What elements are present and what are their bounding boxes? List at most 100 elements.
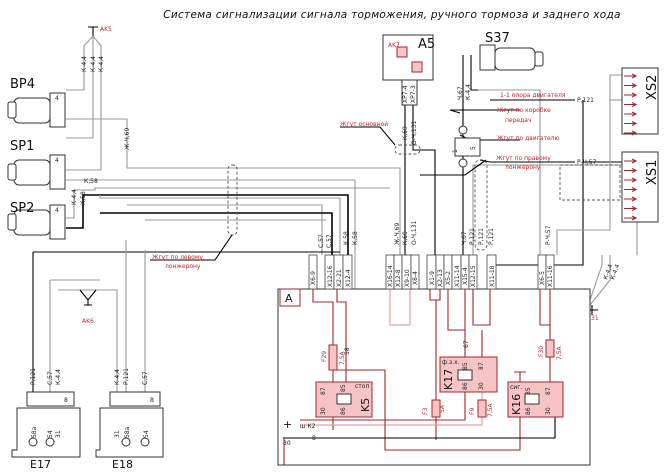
pin: X8-4 bbox=[412, 271, 419, 285]
label-e17: E17 bbox=[30, 458, 51, 471]
terminal-30: 30 bbox=[283, 440, 291, 447]
wire-ch67: Ч,67 bbox=[461, 231, 468, 245]
s37-switch bbox=[479, 44, 496, 71]
pin: X11-14 bbox=[454, 265, 461, 287]
fuse-f9-name: F9 bbox=[469, 408, 476, 415]
connector-pin-arrow bbox=[624, 187, 638, 192]
pin-xp7-4: XP7-4 bbox=[402, 85, 409, 103]
labels: Система сигнализации сигнала торможения,… bbox=[10, 9, 660, 471]
relay-k17-label: ф.з.х. bbox=[442, 359, 460, 366]
lamp-58a: 58а bbox=[124, 426, 131, 438]
terminal: 86 bbox=[525, 407, 532, 415]
terminal-58: 58 bbox=[344, 347, 351, 355]
lamp-54: 54 bbox=[47, 430, 54, 438]
sp1-switch bbox=[7, 154, 66, 190]
connector-pin-arrow bbox=[624, 121, 638, 126]
sp2-switch bbox=[7, 204, 66, 240]
pin: X11-16 bbox=[547, 265, 554, 287]
wire-k58: К,58 bbox=[352, 231, 359, 245]
label-xs2: XS2 bbox=[645, 75, 660, 100]
wire-p-ch57: Р-Ч,57 bbox=[577, 159, 597, 166]
pin: X6-9 bbox=[310, 271, 317, 285]
fuse-f9-rating: 7,5А bbox=[487, 402, 494, 417]
pin: X2-21 bbox=[336, 269, 343, 287]
wire-o-ch131: О-Ч,131 bbox=[411, 120, 418, 145]
label-xs1: XS1 bbox=[645, 160, 660, 185]
label-k17: K17 bbox=[442, 369, 455, 390]
e18-lamp-unit bbox=[95, 391, 164, 458]
connector-pin-arrow bbox=[624, 102, 638, 107]
wire-p121: Р,121 bbox=[123, 368, 130, 385]
harness-engine: Жгут по двигателю bbox=[497, 135, 560, 142]
fuse-f9 bbox=[477, 399, 487, 418]
fuse-f30 bbox=[545, 339, 555, 358]
label-block-a: A bbox=[285, 292, 293, 305]
harness-left: Жгут по левому bbox=[152, 254, 203, 261]
label-bp4: BP4 bbox=[10, 77, 35, 92]
harness-gearbox: Жгут по коробке bbox=[497, 107, 551, 114]
fuse-f3 bbox=[431, 399, 441, 418]
fuse-f3-rating: 5А bbox=[439, 404, 446, 413]
terminal: 30 bbox=[478, 382, 485, 390]
wire-k58: К,58 bbox=[343, 231, 350, 245]
wire-c57: С,57 bbox=[47, 371, 54, 385]
pin: X9-10 bbox=[404, 269, 411, 287]
fuse-f30-name: F30 bbox=[538, 346, 545, 357]
label-k16: K16 bbox=[510, 394, 523, 415]
terminal-67: 67 bbox=[463, 340, 470, 348]
pin-1: 1 bbox=[452, 149, 459, 153]
wire-p121: Р,121 bbox=[478, 228, 485, 245]
harness-main: Жгут основной bbox=[340, 121, 388, 128]
wire-p121: Р,121 bbox=[469, 228, 476, 245]
terminal-8: 8 bbox=[312, 435, 316, 442]
wire-zh-ch69: Ж-Ч,69 bbox=[124, 128, 131, 150]
terminal: 87 bbox=[545, 387, 552, 395]
wire-k69: К,69 bbox=[402, 126, 409, 140]
connector-pin-arrow bbox=[624, 83, 638, 88]
fuse-f30-rating: 7,5А bbox=[556, 345, 563, 360]
pin-xp7-3: XP7-3 bbox=[410, 85, 417, 103]
wire-o-ch131: О-Ч,131 bbox=[411, 220, 418, 245]
label-a5: A5 bbox=[418, 37, 435, 52]
e17-lamp-unit bbox=[11, 391, 81, 458]
terminal: 30 bbox=[320, 407, 327, 415]
connector-pin-arrow bbox=[624, 158, 638, 164]
wire-k44: К-4,4 bbox=[55, 369, 62, 385]
label-sp1: SP1 bbox=[10, 139, 34, 154]
block-a-label-box bbox=[279, 288, 301, 307]
relay-k5-label: стоп bbox=[355, 383, 369, 390]
pin: X15-4 bbox=[462, 267, 469, 285]
diagram-title: Система сигнализации сигнала торможения,… bbox=[163, 9, 621, 21]
lamp-54: 54 bbox=[143, 430, 150, 438]
wire-k44: К-4,4 bbox=[114, 369, 121, 385]
wire-c57: С,57 bbox=[318, 234, 325, 248]
label-ak5: AK5 bbox=[100, 26, 112, 33]
terminal-31: 31 bbox=[591, 315, 599, 322]
wire-k44: К-4,4 bbox=[98, 56, 105, 72]
wire-zh-ch69: Ж-Ч,69 bbox=[394, 223, 401, 245]
components bbox=[7, 34, 659, 458]
terminal: 87 bbox=[478, 362, 485, 370]
wire-p121: Р,121 bbox=[577, 97, 594, 104]
label-sp2: SP2 bbox=[10, 201, 34, 216]
label-ak7: AK7 bbox=[388, 42, 400, 49]
bp4-switch bbox=[7, 92, 66, 128]
lamp-31: 31 bbox=[114, 430, 121, 438]
label-e18: E18 bbox=[112, 458, 133, 471]
fuse-f29-rating: 7,5А bbox=[339, 350, 346, 365]
wire-k58: К,58 bbox=[80, 191, 87, 205]
harness-gearbox-2: передач bbox=[505, 117, 531, 124]
lamp-58a: 58а bbox=[31, 426, 38, 438]
connector-pin-arrow bbox=[624, 215, 638, 221]
fuse-f29 bbox=[328, 344, 338, 371]
pin: X11-18 bbox=[489, 265, 496, 287]
label-s37: S37 bbox=[485, 31, 510, 46]
engine-mount-label: 1-1 опора двигателя bbox=[500, 92, 566, 99]
pin: X16-14 bbox=[387, 265, 394, 287]
terminal: 85 bbox=[462, 362, 469, 370]
wire-c57: С,57 bbox=[326, 234, 333, 248]
terminal: 85 bbox=[340, 384, 347, 392]
connector-pin-arrow bbox=[624, 130, 638, 136]
